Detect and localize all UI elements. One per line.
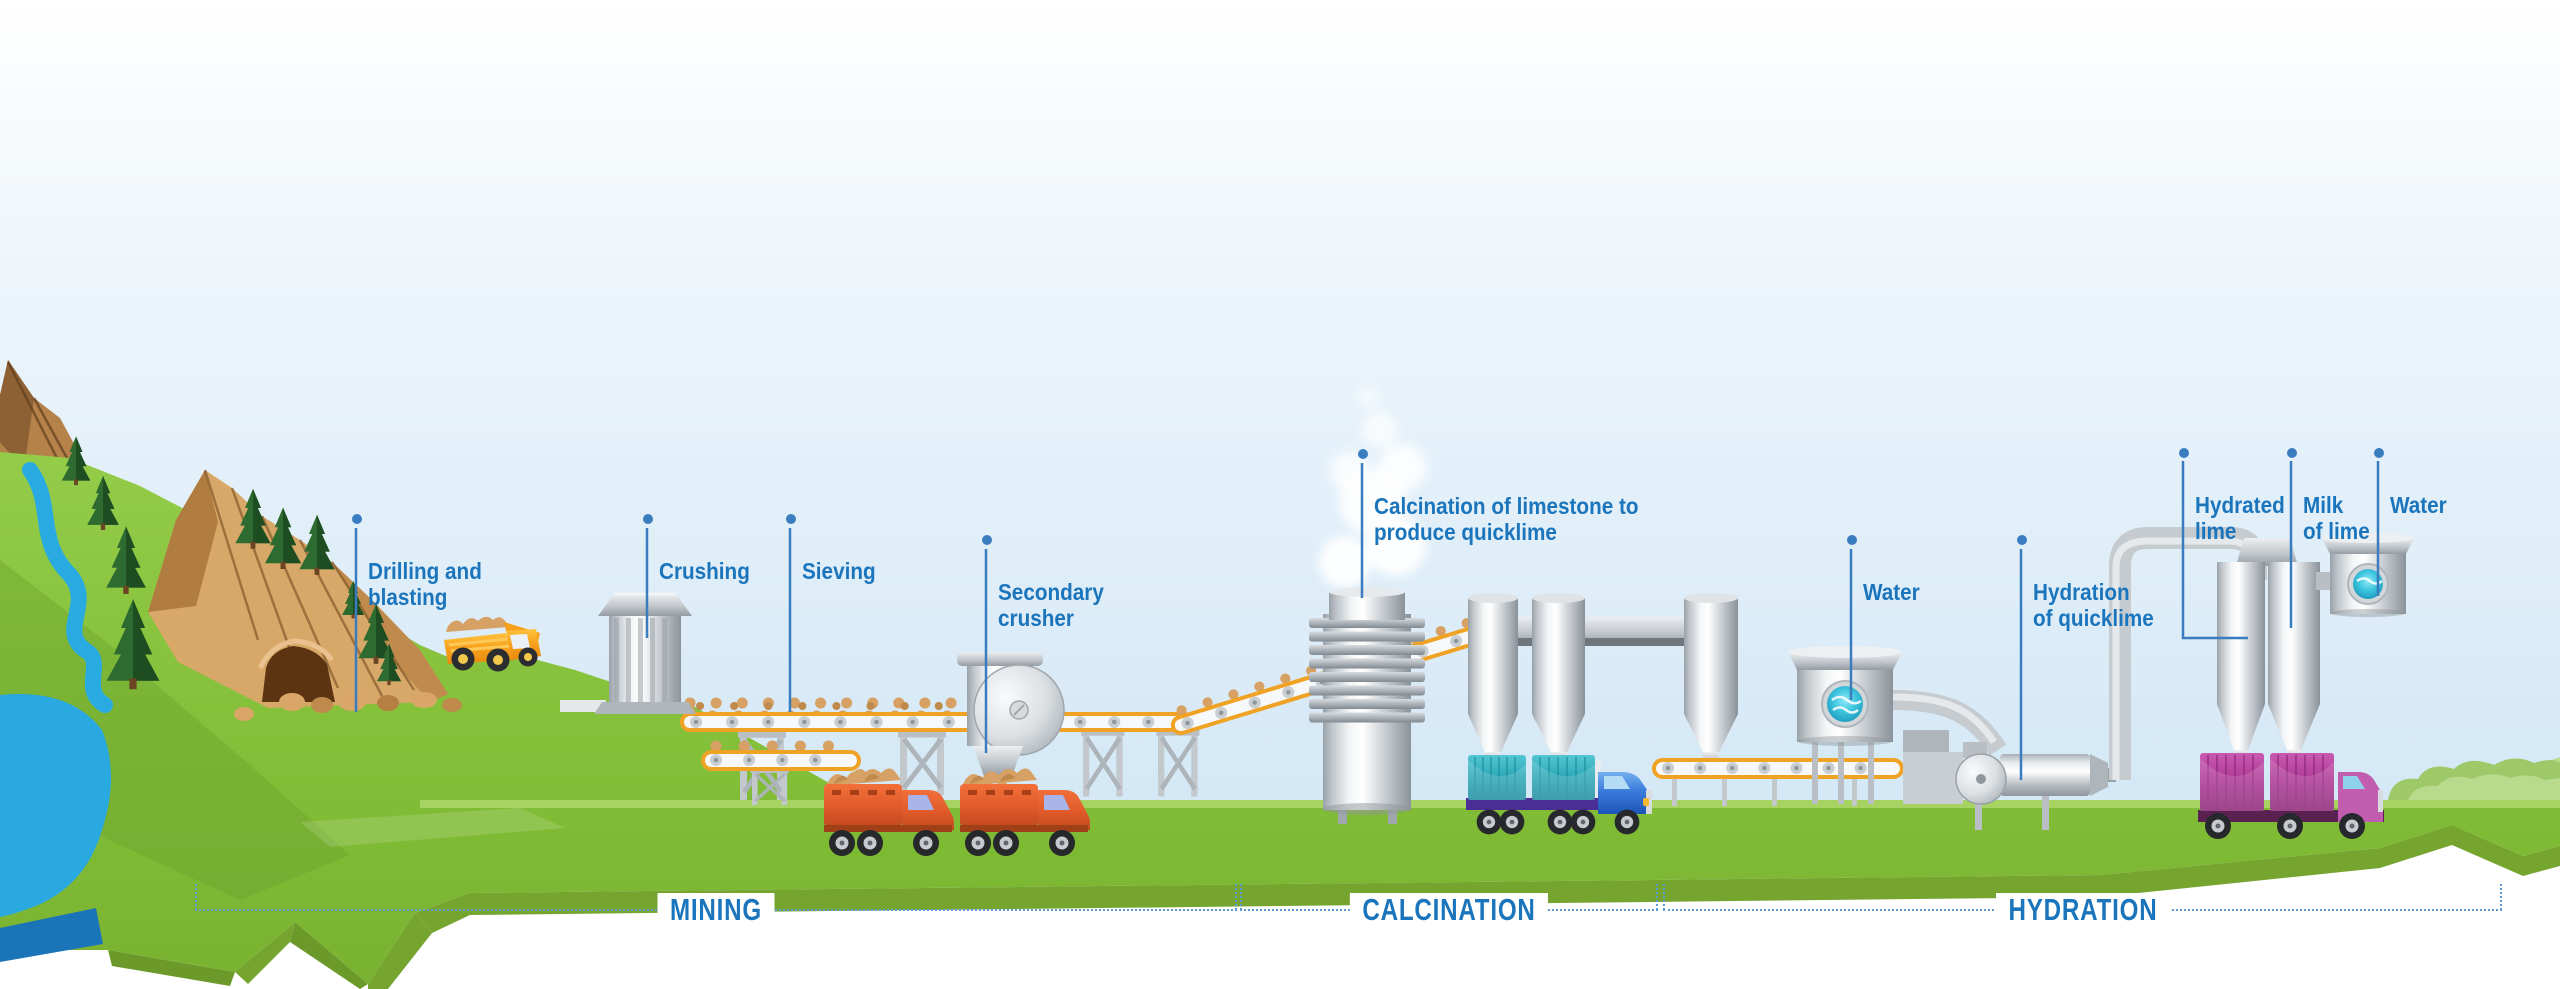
leader-hydrated-lime (2181, 461, 2248, 640)
callout-text: Secondary crusher (998, 579, 1104, 631)
label-dot (2374, 448, 2384, 458)
kiln-steam (1319, 386, 1426, 588)
quicklime-truck (1466, 755, 1652, 835)
callout-text: Hydrated lime (2195, 492, 2285, 544)
label-dot (643, 514, 653, 524)
small-water-tank (2316, 533, 2414, 617)
water-porthole-small (2353, 569, 2383, 599)
section-label-mining: MINING (657, 893, 775, 927)
callout-text: Hydration of quicklime (2033, 579, 2154, 631)
section-label-hydration: HYDRATION (1995, 893, 2170, 927)
callout-drilling-blasting: Drilling and blasting (352, 506, 495, 610)
callout-water-tank: Water (1847, 527, 1926, 605)
cave-opening (262, 646, 335, 702)
hydrated-lime-truck (2198, 753, 2384, 839)
callout-text: Water (2390, 492, 2447, 518)
secondary-crusher-machine (957, 652, 1065, 813)
bracket-tick (1235, 884, 1237, 910)
label-dot (1847, 535, 1857, 545)
section-label-calcination: CALCINATION (1349, 893, 1549, 927)
label-dot (2287, 448, 2297, 458)
callout-crushing: Crushing (643, 506, 760, 584)
section-mining: MINING (195, 884, 1237, 936)
label-dot (352, 514, 362, 524)
label-dot (982, 535, 992, 545)
callout-text: Water (1863, 579, 1920, 605)
callout-text: Crushing (659, 558, 750, 584)
primary-crusher (560, 592, 696, 714)
bracket-tick (195, 884, 197, 910)
label-dot (1358, 449, 1368, 459)
dump-truck (444, 616, 541, 672)
callout-sieving: Sieving (786, 506, 884, 584)
section-calcination: CALCINATION (1240, 884, 1658, 936)
callout-calcination: Calcination of limestone to produce quic… (1358, 441, 1668, 545)
callout-secondary-crusher: Secondary crusher (982, 527, 1116, 631)
river-lake (0, 462, 113, 962)
bracket-tick (2500, 884, 2502, 910)
bracket-tick (1663, 884, 1665, 910)
callout-text: Milk of lime (2303, 492, 2370, 544)
boulders (234, 692, 462, 721)
hydrator (1903, 730, 2116, 830)
calcination-kiln (1309, 587, 1425, 824)
lake-shadow (0, 908, 103, 962)
bushes (2388, 757, 2560, 800)
callout-text: Drilling and blasting (368, 558, 482, 610)
label-dot (786, 514, 796, 524)
quicklime-silos (1468, 593, 1738, 767)
label-dot (2017, 535, 2027, 545)
bracket-tick (1240, 884, 1242, 910)
leader-lines (354, 461, 2380, 780)
lime-silos (2217, 538, 2320, 766)
callout-hydration: Hydration of quicklime (2017, 527, 2167, 631)
water-tank (1788, 646, 2007, 804)
callout-text: Sieving (802, 558, 876, 584)
callout-milk-of-lime: Milk of lime (2287, 440, 2377, 544)
duct-bridge-shadow (1490, 638, 1710, 646)
callout-hydrated-lime: Hydrated lime (2179, 440, 2295, 544)
callout-text: Calcination of limestone to produce quic… (1374, 493, 1639, 545)
callout-water-small-tank: Water (2374, 440, 2453, 518)
label-dot (2179, 448, 2189, 458)
section-hydration: HYDRATION (1663, 884, 2502, 936)
terrain-facets (108, 825, 2560, 989)
bracket-tick (1656, 884, 1658, 910)
